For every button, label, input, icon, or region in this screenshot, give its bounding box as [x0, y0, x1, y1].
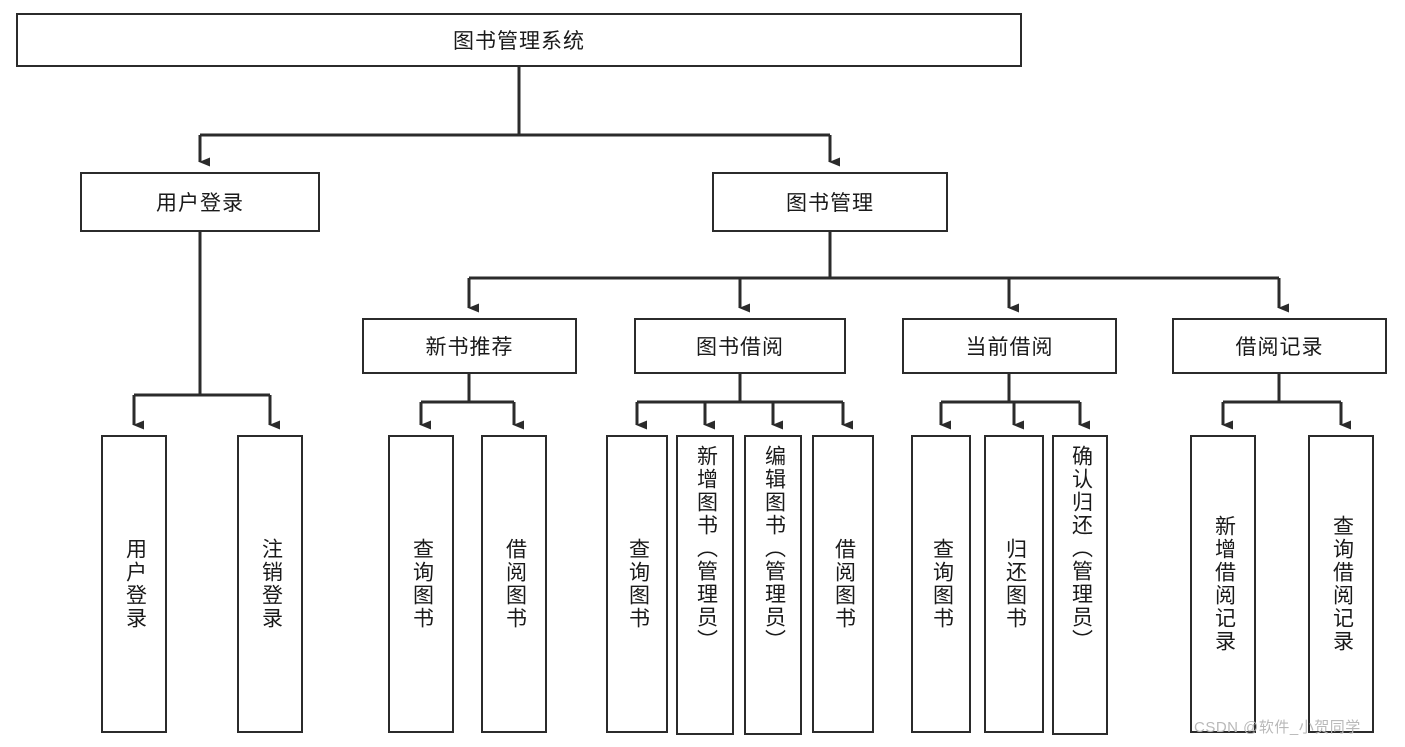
node-level2-label: 用户登录 — [156, 192, 244, 215]
node-leaf-9[interactable]: 归还图书 — [984, 435, 1044, 733]
node-leaf-6[interactable]: 编辑图书（管理员） — [744, 435, 802, 735]
node-leaf-10[interactable]: 确认归还（管理员） — [1052, 435, 1108, 735]
node-leaf-label: 新增借阅记录 — [1212, 515, 1236, 653]
node-leaf-3[interactable]: 借阅图书 — [481, 435, 547, 733]
node-leaf-7[interactable]: 借阅图书 — [812, 435, 874, 733]
watermark-label: CSDN @软件_小贺同学 — [1194, 719, 1361, 736]
node-leaf-1[interactable]: 注销登录 — [237, 435, 303, 733]
node-leaf-12[interactable]: 查询借阅记录 — [1308, 435, 1374, 733]
node-leaf-label: 新增图书（管理员） — [694, 445, 718, 652]
node-level3-0[interactable]: 新书推荐 — [362, 318, 577, 374]
node-leaf-2[interactable]: 查询图书 — [388, 435, 454, 733]
node-level3-3[interactable]: 借阅记录 — [1172, 318, 1387, 374]
node-leaf-label: 查询借阅记录 — [1330, 515, 1354, 653]
node-leaf-label: 确认归还（管理员） — [1069, 445, 1093, 652]
node-level3-label: 图书借阅 — [696, 336, 784, 359]
node-level3-label: 新书推荐 — [425, 336, 514, 359]
node-leaf-label: 查询图书 — [930, 538, 954, 630]
node-leaf-5[interactable]: 新增图书（管理员） — [676, 435, 734, 735]
node-leaf-label: 编辑图书（管理员） — [762, 445, 786, 652]
node-leaf-label: 用户登录 — [123, 538, 147, 630]
node-level2-1[interactable]: 图书管理 — [712, 172, 948, 232]
node-leaf-4[interactable]: 查询图书 — [606, 435, 668, 733]
node-leaf-11[interactable]: 新增借阅记录 — [1190, 435, 1256, 733]
node-leaf-label: 注销登录 — [259, 538, 283, 630]
node-leaf-label: 查询图书 — [626, 538, 650, 630]
node-level2-label: 图书管理 — [786, 192, 874, 215]
node-level3-label: 当前借阅 — [965, 336, 1054, 359]
node-leaf-0[interactable]: 用户登录 — [101, 435, 167, 733]
node-level2-0[interactable]: 用户登录 — [80, 172, 320, 232]
node-root-label: 图书管理系统 — [453, 30, 585, 53]
node-level3-label: 借阅记录 — [1235, 336, 1324, 359]
node-leaf-8[interactable]: 查询图书 — [911, 435, 971, 733]
node-leaf-label: 查询图书 — [410, 538, 434, 630]
node-level3-1[interactable]: 图书借阅 — [634, 318, 846, 374]
node-level3-2[interactable]: 当前借阅 — [902, 318, 1117, 374]
node-leaf-label: 借阅图书 — [503, 538, 527, 630]
node-leaf-label: 归还图书 — [1003, 538, 1027, 630]
node-root[interactable]: 图书管理系统 — [16, 13, 1022, 67]
node-leaf-label: 借阅图书 — [832, 538, 856, 630]
